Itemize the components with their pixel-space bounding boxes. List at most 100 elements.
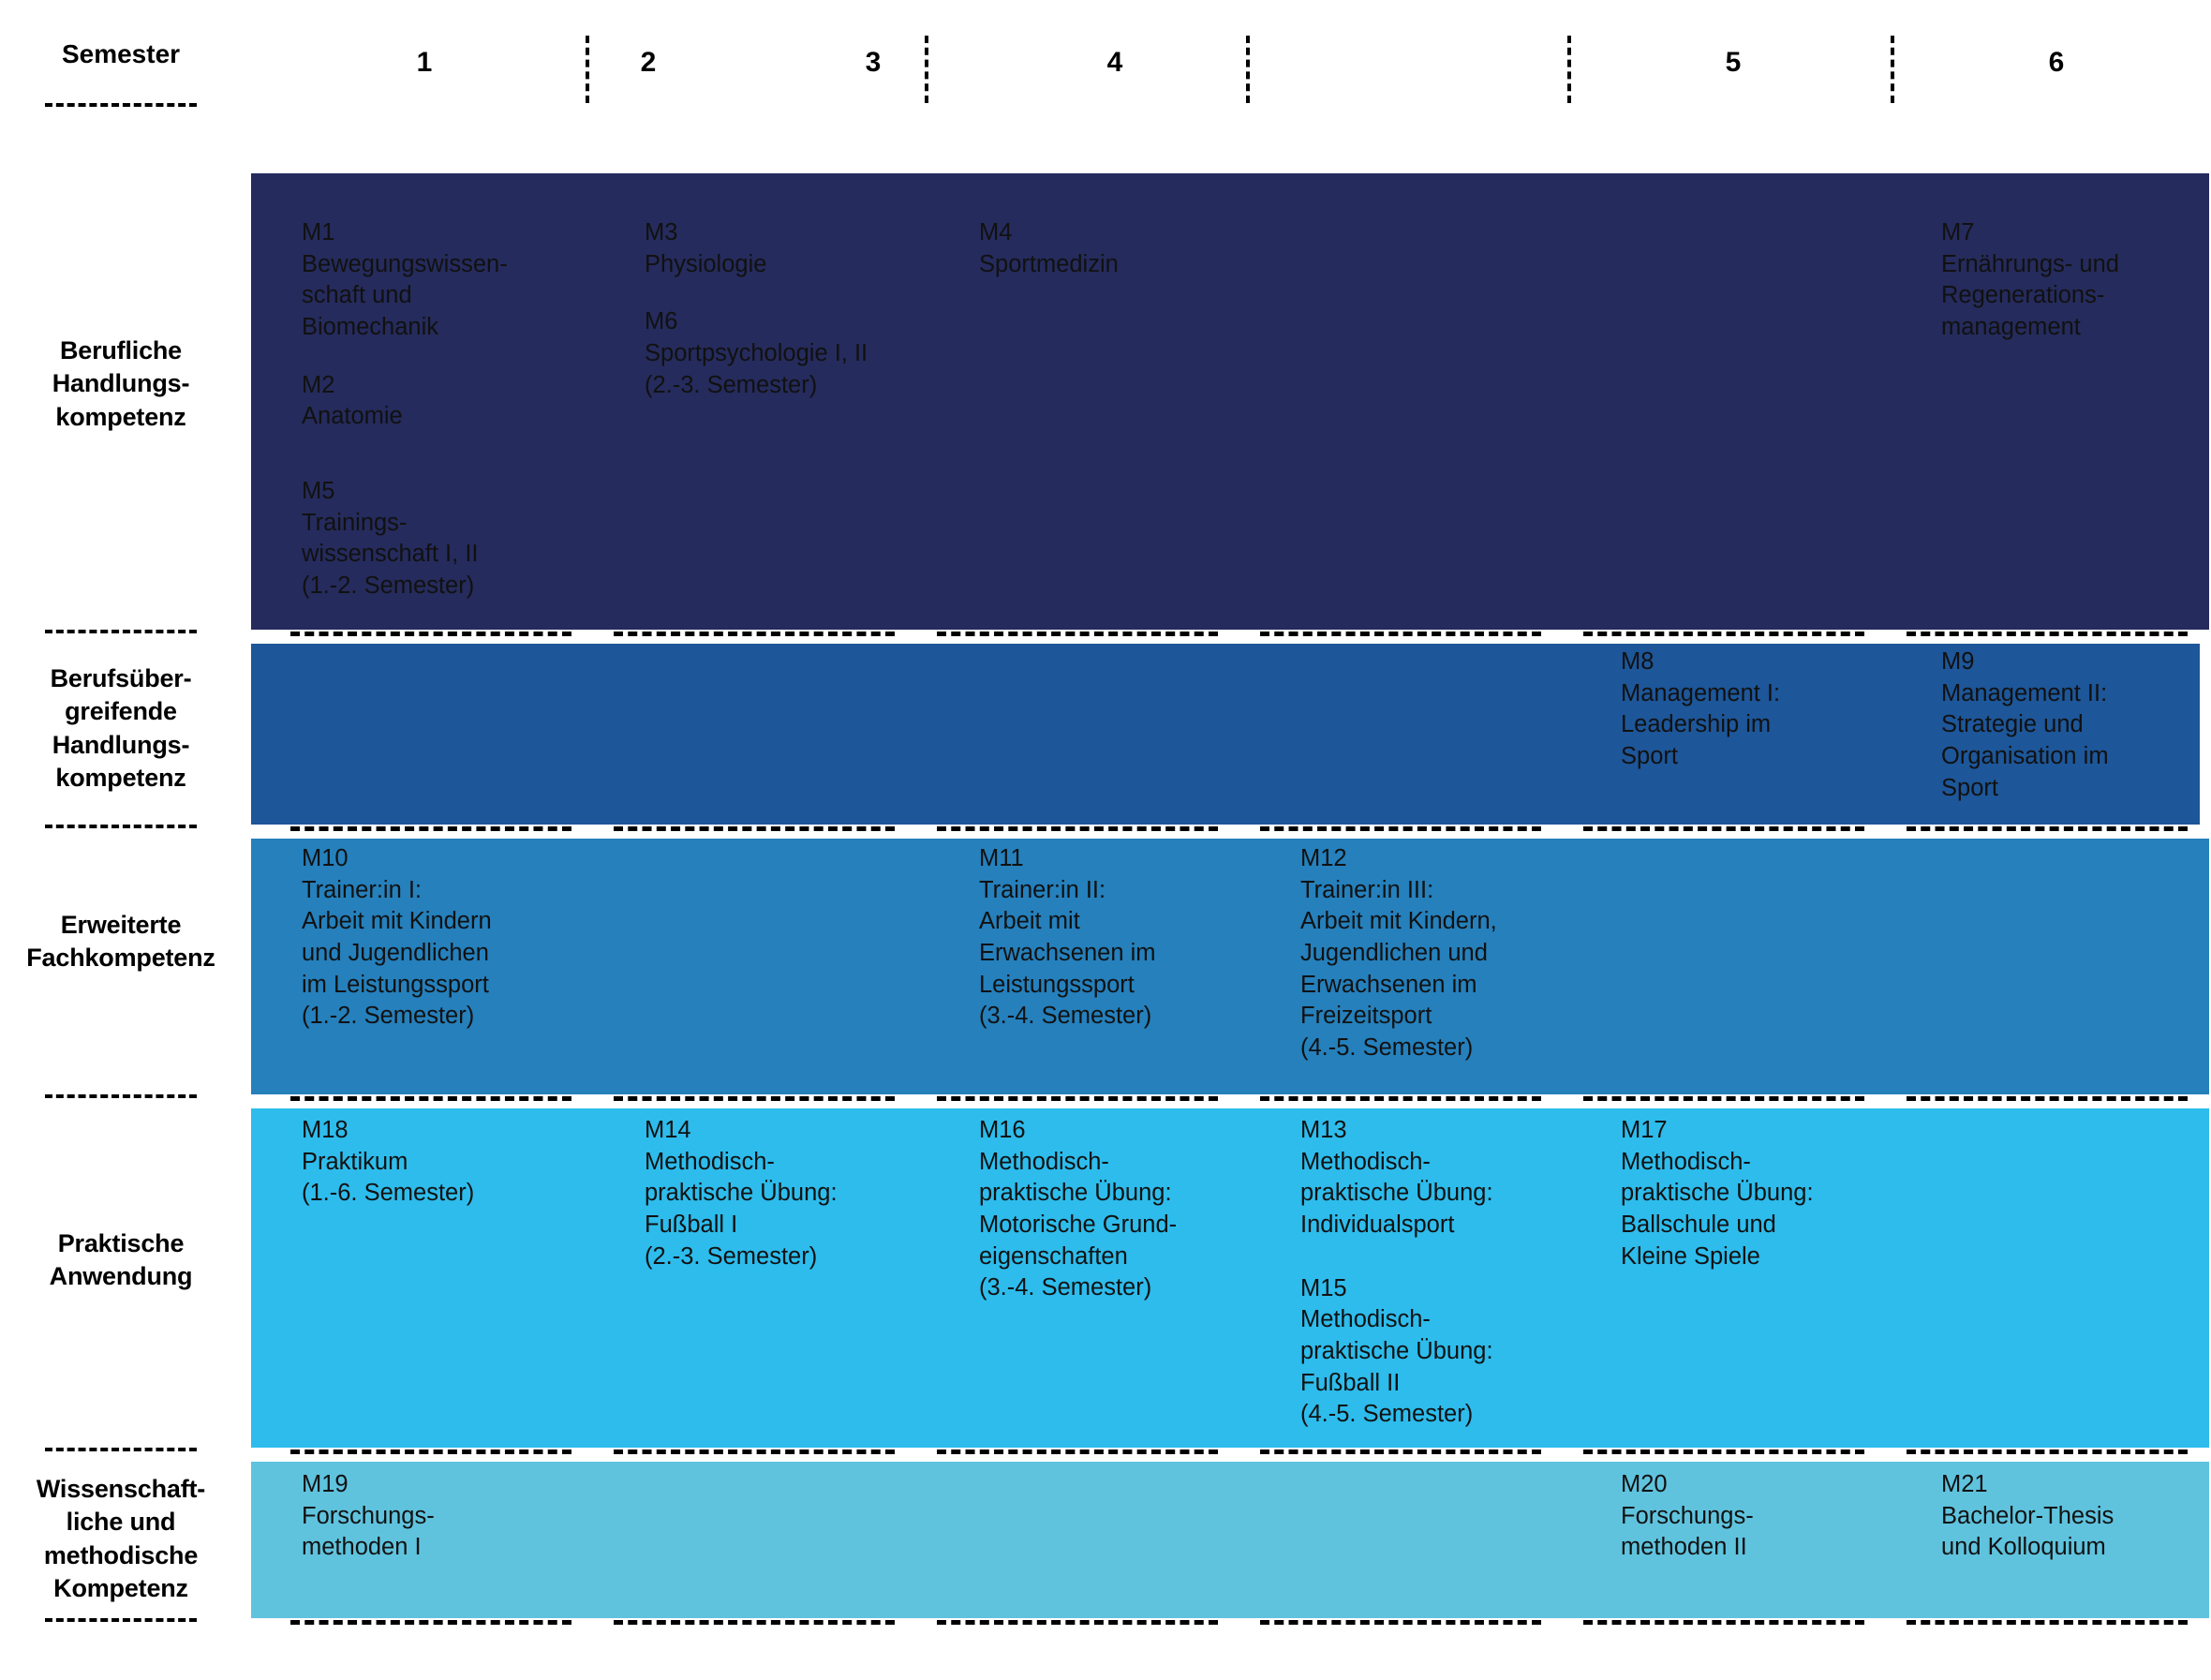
band-separator-3-col5 — [1583, 1096, 1864, 1101]
semester-divider-2 — [925, 36, 928, 103]
module-M12[interactable]: M12 Trainer:in III: Arbeit mit Kindern, … — [1300, 843, 1619, 1064]
semester-divider-4 — [1567, 36, 1571, 103]
module-M17[interactable]: M17 Methodisch- praktische Übung: Ballsc… — [1621, 1115, 1939, 1272]
module-M7[interactable]: M7 Ernährungs- und Regenerations- manage… — [1941, 217, 2211, 344]
module-M1[interactable]: M1 Bewegungswissen- schaft und Biomechan… — [302, 217, 611, 344]
module-name: Bachelor-Thesis und Kolloquium — [1941, 1502, 2115, 1561]
module-name: Methodisch- praktische Übung: Individual… — [1300, 1148, 1493, 1238]
gutter-rule-4 — [45, 1448, 197, 1451]
module-code: M15 — [1300, 1274, 1347, 1301]
module-cell-r4c5[interactable]: M17 Methodisch- praktische Übung: Ballsc… — [1621, 1115, 1939, 1272]
band-separator-4-col1 — [290, 1450, 571, 1454]
row-label-text: Praktische Anwendung — [49, 1228, 193, 1290]
module-M20[interactable]: M20 Forschungs- methoden II — [1621, 1469, 1930, 1564]
module-name: Trainer:in III: Arbeit mit Kindern, Juge… — [1300, 876, 1497, 1061]
band-separator-3-col4 — [1260, 1096, 1541, 1101]
module-cell-r1c2[interactable]: M3 Physiologie M6 Sportpsychologie I, II… — [645, 217, 954, 401]
module-code: M12 — [1300, 845, 1347, 871]
module-cell-r4c2[interactable]: M14 Methodisch- praktische Übung: Fußbal… — [645, 1115, 963, 1272]
semester-column-6: 6 — [2048, 47, 2065, 78]
band-separator-2-col5 — [1583, 826, 1864, 831]
module-M10[interactable]: M10 Trainer:in I: Arbeit mit Kindern und… — [302, 843, 620, 1033]
module-code: M20 — [1621, 1471, 1668, 1497]
module-name: Praktikum (1.-6. Semester) — [302, 1148, 475, 1207]
band-separator-1-col2 — [614, 632, 895, 636]
band-separator-2-col4 — [1260, 826, 1541, 831]
module-M4[interactable]: M4 Sportmedizin — [979, 217, 1288, 280]
gutter-rule-bottom — [45, 1618, 197, 1622]
semester-divider-3 — [1246, 36, 1250, 103]
module-code: M17 — [1621, 1117, 1668, 1143]
module-name: Trainer:in II: Arbeit mit Erwachsenen im… — [979, 876, 1156, 1030]
module-M6[interactable]: M6 Sportpsychologie I, II (2.-3. Semeste… — [645, 306, 954, 401]
module-name: Anatomie — [302, 403, 403, 430]
module-code: M5 — [302, 477, 335, 504]
module-cell-r1c1[interactable]: M1 Bewegungswissen- schaft und Biomechan… — [302, 217, 611, 602]
gutter-rule-2 — [45, 825, 197, 828]
module-M11[interactable]: M11 Trainer:in II: Arbeit mit Erwachsene… — [979, 843, 1298, 1033]
module-cell-r2c6[interactable]: M9 Management II: Strategie und Organisa… — [1941, 647, 2211, 804]
band-separator-3-col1 — [290, 1096, 571, 1101]
band-separator-5-col6 — [1907, 1620, 2188, 1625]
row-label-text: Wissenschaft- liche und methodische Komp… — [36, 1475, 206, 1602]
module-M3[interactable]: M3 Physiologie — [645, 217, 954, 280]
module-M14[interactable]: M14 Methodisch- praktische Übung: Fußbal… — [645, 1115, 963, 1272]
module-name: Sportpsychologie I, II (2.-3. Semester) — [645, 339, 868, 398]
module-cell-r5c6[interactable]: M21 Bachelor-Thesis und Kolloquium — [1941, 1469, 2211, 1564]
module-name: Trainings- wissenschaft I, II (1.-2. Sem… — [302, 509, 479, 599]
module-cell-r3c1[interactable]: M10 Trainer:in I: Arbeit mit Kindern und… — [302, 843, 620, 1033]
band-separator-2-col2 — [614, 826, 895, 831]
band-separator-1-col5 — [1583, 632, 1864, 636]
module-cell-r4c3[interactable]: M16 Methodisch- praktische Übung: Motori… — [979, 1115, 1298, 1304]
module-cell-r1c6[interactable]: M7 Ernährungs- und Regenerations- manage… — [1941, 217, 2211, 344]
module-M13[interactable]: M13 Methodisch- praktische Übung: Indivi… — [1300, 1115, 1619, 1241]
band-separator-3-col3 — [937, 1096, 1218, 1101]
module-M5[interactable]: M5 Trainings- wissenschaft I, II (1.-2. … — [302, 476, 611, 602]
module-cell-r3c4[interactable]: M12 Trainer:in III: Arbeit mit Kindern, … — [1300, 843, 1619, 1064]
module-name: Methodisch- praktische Übung: Motorische… — [979, 1148, 1178, 1301]
semester-column-4: 4 — [1106, 47, 1123, 78]
band-separator-2-col1 — [290, 826, 571, 831]
row-label-text: Erweiterte Fachkompetenz — [26, 910, 215, 972]
module-M16[interactable]: M16 Methodisch- praktische Übung: Motori… — [979, 1115, 1298, 1304]
band-separator-4-col4 — [1260, 1450, 1541, 1454]
module-M18[interactable]: M18 Praktikum (1.-6. Semester) — [302, 1115, 611, 1210]
module-cell-r1c3[interactable]: M4 Sportmedizin — [979, 217, 1288, 280]
module-code: M19 — [302, 1471, 349, 1497]
module-cell-r4c4[interactable]: M13 Methodisch- praktische Übung: Indivi… — [1300, 1115, 1619, 1431]
row-label-berufliche-handlungskompetenz: Berufliche Handlungs- kompetenz — [0, 319, 242, 450]
module-cell-r3c3[interactable]: M11 Trainer:in II: Arbeit mit Erwachsene… — [979, 843, 1298, 1033]
module-M8[interactable]: M8 Management I: Leadership im Sport — [1621, 647, 1930, 773]
module-name: Methodisch- praktische Übung: Ballschule… — [1621, 1148, 1814, 1270]
row-label-text: Berufliche Handlungs- kompetenz — [52, 336, 190, 431]
gutter-rule-1 — [45, 630, 197, 633]
module-name: Management II: Strategie und Organisatio… — [1941, 679, 2109, 801]
module-code: M13 — [1300, 1117, 1347, 1143]
module-code: M1 — [302, 219, 335, 245]
module-M9[interactable]: M9 Management II: Strategie und Organisa… — [1941, 647, 2211, 804]
semester-divider-1 — [586, 36, 589, 103]
module-M21[interactable]: M21 Bachelor-Thesis und Kolloquium — [1941, 1469, 2211, 1564]
band-separator-1-col4 — [1260, 632, 1541, 636]
band-praktische-anwendung — [251, 1108, 2209, 1448]
band-separator-1-col6 — [1907, 632, 2188, 636]
module-name: Sportmedizin — [979, 250, 1119, 277]
module-M19[interactable]: M19 Forschungs- methoden I — [302, 1469, 611, 1564]
module-code: M8 — [1621, 648, 1655, 675]
module-M15[interactable]: M15 Methodisch- praktische Übung: Fußbal… — [1300, 1273, 1619, 1431]
semester-column-1: 1 — [416, 47, 433, 78]
band-erweiterte-fachkompetenz — [251, 839, 2209, 1094]
module-name: Methodisch- praktische Übung: Fußball I … — [645, 1148, 838, 1270]
band-berufsuebergreifende-handlungskompetenz — [251, 644, 2200, 825]
module-M2[interactable]: M2 Anatomie — [302, 370, 611, 433]
module-cell-r4c1[interactable]: M18 Praktikum (1.-6. Semester) — [302, 1115, 611, 1210]
module-code: M9 — [1941, 648, 1975, 675]
module-cell-r5c5[interactable]: M20 Forschungs- methoden II — [1621, 1469, 1930, 1564]
gutter-rule-top — [45, 103, 197, 107]
module-cell-r2c5[interactable]: M8 Management I: Leadership im Sport — [1621, 647, 1930, 773]
module-cell-r5c1[interactable]: M19 Forschungs- methoden I — [302, 1469, 611, 1564]
row-label-wissenschaftliche-methodische-kompetenz: Wissenschaft- liche und methodische Komp… — [0, 1462, 242, 1616]
row-label-erweiterte-fachkompetenz: Erweiterte Fachkompetenz — [0, 899, 242, 984]
module-code: M3 — [645, 219, 678, 245]
module-code: M10 — [302, 845, 349, 871]
